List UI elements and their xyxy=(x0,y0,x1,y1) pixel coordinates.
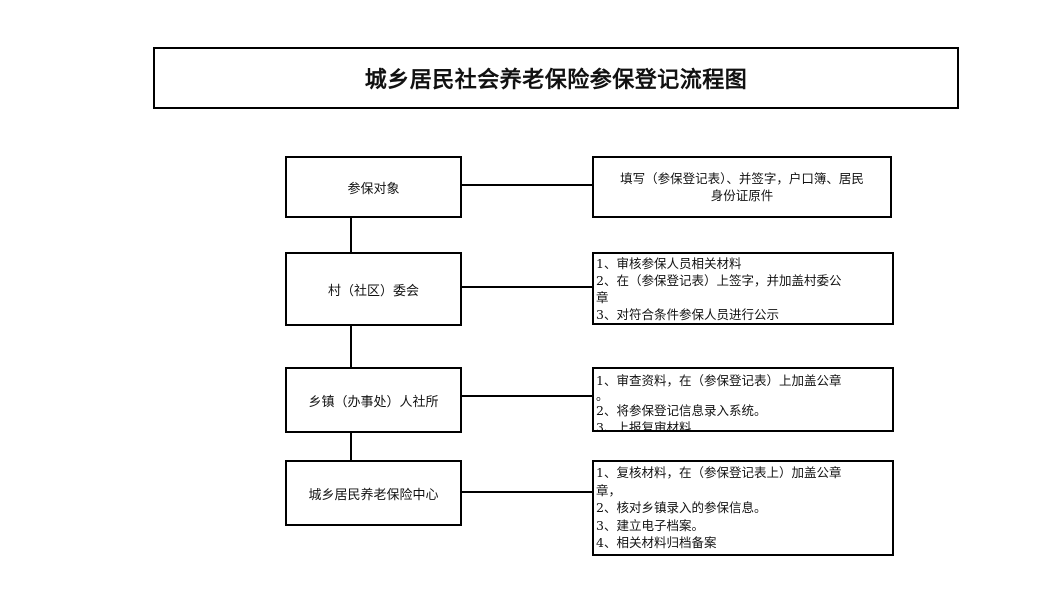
note-line: 2、在（参保登记表）上签字，并加盖村委公 xyxy=(596,273,842,288)
note-line: 填写（参保登记表）、并签字，户口簿、居民 xyxy=(620,170,864,186)
note-line: 4、相关材料归档备案 xyxy=(596,535,717,550)
note-line: 1、复核材料，在（参保登记表上）加盖公章 xyxy=(596,465,842,480)
note-line: 3、对符合条件参保人员进行公示 xyxy=(596,307,779,322)
note-line: 3、建立电子档案。 xyxy=(596,517,704,533)
note-line: 1、审查资料，在（参保登记表）上加盖公章 xyxy=(596,373,842,388)
connector-township-office xyxy=(460,395,592,397)
note-line: 3、上报复审材料 xyxy=(596,420,692,432)
note-line: 2、将参保登记信息录入系统。 xyxy=(596,402,767,418)
note-line: 章， xyxy=(596,482,622,498)
flowchart-title: 城乡居民社会养老保险参保登记流程图 xyxy=(364,68,748,93)
flow-connector-3 xyxy=(350,431,352,460)
note-line: 2、核对乡镇录入的参保信息。 xyxy=(596,500,767,515)
step-label-applicant: 参保对象 xyxy=(347,181,400,197)
step-box-applicant: 参保对象 xyxy=(285,156,462,218)
note-line: 章 xyxy=(596,290,609,305)
note-box-pension-center: 1、复核材料，在（参保登记表上）加盖公章 章， 2、核对乡镇录入的参保信息。 3… xyxy=(592,460,894,556)
step-label-village-committee: 村（社区）委会 xyxy=(327,283,419,299)
connector-village-committee xyxy=(460,286,592,288)
note-line: 。 xyxy=(596,387,609,403)
step-box-pension-center: 城乡居民养老保险中心 xyxy=(285,460,462,526)
note-line: 1、审核参保人员相关材料 xyxy=(596,256,742,271)
connector-applicant xyxy=(460,184,592,186)
step-box-village-committee: 村（社区）委会 xyxy=(285,252,462,326)
note-box-township-office: 1、审查资料，在（参保登记表）上加盖公章 。 2、将参保登记信息录入系统。 3、… xyxy=(592,367,894,432)
connector-pension-center xyxy=(460,491,592,493)
flow-connector-2 xyxy=(350,324,352,367)
note-box-village-committee: 1、审核参保人员相关材料 2、在（参保登记表）上签字，并加盖村委公 章 3、对符… xyxy=(592,252,894,325)
flowchart-title-box: 城乡居民社会养老保险参保登记流程图 xyxy=(153,47,959,109)
step-label-pension-center: 城乡居民养老保险中心 xyxy=(308,487,439,503)
step-label-township-office: 乡镇（办事处）人社所 xyxy=(308,394,439,410)
step-box-township-office: 乡镇（办事处）人社所 xyxy=(285,367,462,433)
flow-connector-1 xyxy=(350,216,352,252)
note-line: 身份证原件 xyxy=(710,188,774,203)
note-box-applicant: 填写（参保登记表）、并签字，户口簿、居民 身份证原件 xyxy=(592,156,892,218)
